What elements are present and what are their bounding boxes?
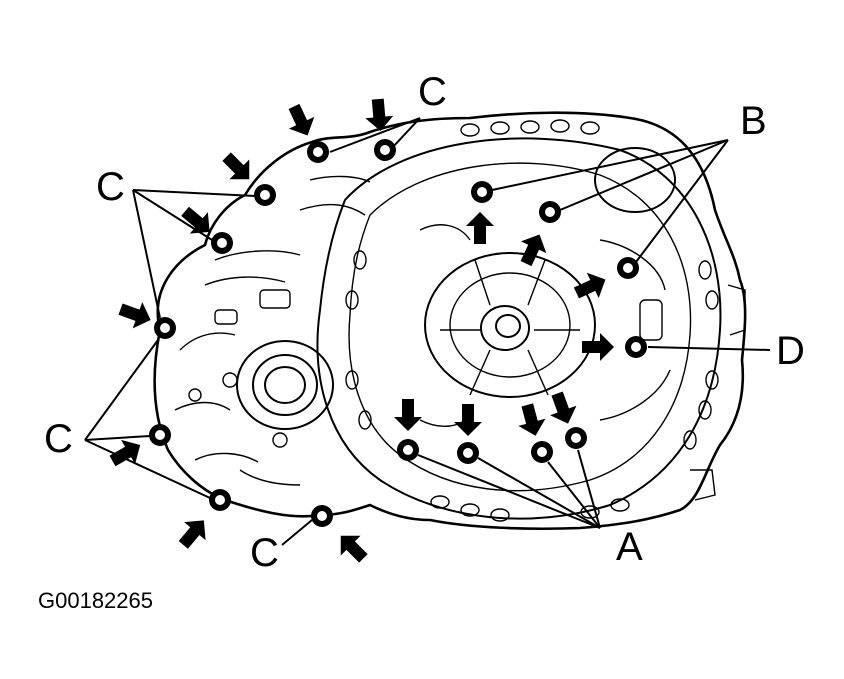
bolts (149, 139, 647, 527)
bolt-c (307, 141, 329, 163)
center-shaft-hub (424, 252, 596, 398)
arrow-icon (330, 525, 374, 569)
callout-c: C (250, 531, 279, 575)
callout-b: B (740, 99, 767, 143)
bolt-c (311, 505, 333, 527)
bolt-a (457, 442, 479, 464)
callout-a: A (616, 525, 643, 569)
callout-d: D (776, 329, 805, 373)
flange-holes (345, 119, 719, 522)
callout-c: C (44, 417, 73, 461)
arrow-icon (281, 100, 321, 142)
bolt-c (374, 139, 396, 161)
bell-housing-flange (316, 137, 722, 520)
bolt-d (625, 336, 647, 358)
leader-lines (84, 117, 771, 546)
bolt-b (471, 181, 493, 203)
left-case-details (174, 175, 371, 486)
bolt-b (539, 201, 561, 223)
callout-c: C (418, 70, 447, 114)
bell-housing-inner-ring (348, 162, 692, 492)
bolt-b (617, 257, 639, 279)
bolt-a (565, 427, 587, 449)
bolt-c (154, 317, 176, 339)
callout-c: C (96, 165, 125, 209)
transaxle-illustration (153, 111, 747, 531)
bolt-c (254, 184, 276, 206)
bolt-a (397, 439, 419, 461)
bolt-c (209, 489, 231, 511)
callout-labels: C C C C B D A (44, 70, 805, 575)
arrow-icon (172, 511, 215, 554)
bolt-c (149, 424, 171, 446)
figure-code: G00182265 (38, 588, 153, 613)
bolt-a (531, 441, 553, 463)
bolt-c (211, 232, 233, 254)
right-case-details (419, 147, 746, 501)
arrow-icon (115, 295, 156, 334)
differential-bearing (236, 340, 334, 430)
